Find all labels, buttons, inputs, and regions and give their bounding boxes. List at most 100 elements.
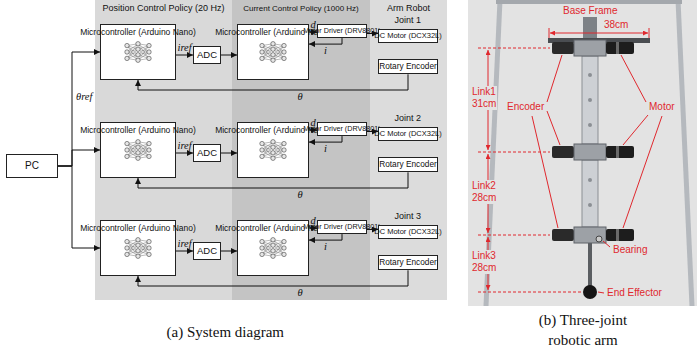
leader-line [547, 55, 562, 102]
signal-connector [221, 55, 237, 56]
dimension-arrow [550, 33, 648, 34]
node-text: DC Motor (DCX32L) [374, 228, 442, 236]
adc-box: ADC [193, 46, 221, 64]
signal-label: i [324, 45, 327, 57]
motor-part [606, 42, 634, 54]
neural-network-icon [125, 41, 151, 62]
microcontroller-box: Microcontroller (Arduino Nano) [100, 220, 176, 276]
link-label: Link1 [471, 86, 497, 98]
signal-label: iref [178, 42, 192, 54]
dashed-guide [478, 48, 550, 49]
signal-connector [58, 150, 100, 166]
signal-connector [367, 33, 378, 34]
signal-label: i [324, 143, 327, 155]
joint-hub [574, 144, 606, 160]
link-hole [588, 123, 592, 127]
joint-label: Joint 3 [395, 211, 422, 222]
part-label: Bearing [612, 244, 648, 256]
adc-box: ADC [193, 144, 221, 162]
photo-background [468, 0, 697, 306]
signal-label: i [324, 241, 327, 253]
signal-label: d [311, 215, 316, 227]
end-effector [583, 285, 597, 299]
microcontroller-box: Microcontroller (Arduino Nano) [237, 24, 309, 80]
encoder-box: Rotary Encoder [378, 255, 438, 270]
dimension-label: 28cm [471, 262, 497, 274]
leader-line [603, 241, 610, 247]
signal-connector [309, 136, 342, 142]
signal-connector [221, 251, 237, 252]
dc-motor-box: DC Motor (DCX32L) [378, 127, 438, 141]
dashed-guide [478, 152, 550, 153]
dimension-tick [649, 28, 650, 38]
node-text: Position Control Policy (20 Hz) [95, 3, 232, 14]
node-text: Microcontroller (Arduino Nano) [80, 126, 196, 136]
link-plate [582, 160, 598, 227]
signal-connector [58, 166, 100, 248]
dimension-tick [549, 28, 550, 38]
frame-post [678, 0, 692, 306]
caption: (a) System diagram [167, 322, 284, 342]
leader-line [532, 116, 558, 228]
dimension-label: 28cm [471, 192, 497, 204]
pc-box: PC [6, 154, 58, 178]
signal-connector [176, 251, 193, 252]
signal-connector [309, 234, 342, 240]
signal-connector [221, 153, 237, 154]
signal-connector [176, 153, 193, 154]
dashed-guide [478, 292, 581, 293]
motor-driver-box: Motor Driver (DRV8801) [317, 220, 367, 234]
node-text: Arm Robot [370, 3, 447, 14]
node-text: Rotary Encoder [379, 160, 437, 169]
dc-motor-box: DC Motor (DCX32L) [378, 225, 438, 239]
motor-driver-box: Motor Driver (DRV8801) [317, 122, 367, 136]
node-text: DC Motor (DCX32L) [374, 32, 442, 40]
link-rod [588, 243, 592, 286]
control-band: Current Control Policy (1000 Hz) Microcon… [232, 0, 370, 300]
motor-part [606, 146, 634, 158]
neural-network-icon [123, 139, 153, 161]
signal-connector [58, 52, 100, 166]
signal-label: θ [298, 287, 303, 299]
control-band: Position Control Policy (20 Hz) Microcont… [95, 0, 232, 300]
joint-hub [574, 40, 606, 56]
dimension-lines [478, 28, 662, 293]
leader-line [623, 115, 648, 145]
encoder-box: Rotary Encoder [378, 59, 438, 74]
part-label: Motor [648, 101, 676, 113]
microcontroller-box: Microcontroller (Arduino Nano) [237, 122, 309, 178]
motor-part [606, 229, 634, 241]
node-text: ADC [197, 50, 217, 61]
node-text: Rotary Encoder [379, 258, 437, 267]
node-text: Microcontroller (Arduino Nano) [80, 224, 196, 234]
part-label: End Effector [606, 287, 663, 299]
adc-box: ADC [193, 242, 221, 260]
microcontroller-box: Microcontroller (Arduino Nano) [100, 24, 176, 80]
signal-connector [138, 172, 408, 188]
link-label: Link3 [471, 250, 497, 262]
signal-connector [309, 228, 317, 229]
signal-connector [309, 32, 317, 33]
dashed-guide [478, 235, 550, 236]
link-hole [588, 73, 592, 77]
dimension-label: 31cm [471, 98, 497, 110]
encoder-box: Rotary Encoder [378, 157, 438, 172]
node-text: Rotary Encoder [379, 62, 437, 71]
encoder-part [552, 146, 574, 158]
signal-label: iref [178, 238, 192, 250]
part-label: Base Frame [562, 5, 618, 17]
hanger [583, 17, 597, 39]
signal-label: θ [298, 189, 303, 201]
link-hole [588, 178, 592, 182]
node-text: Current Control Policy (1000 Hz) [232, 3, 370, 14]
leader-line [598, 292, 604, 293]
frame-top-bar [496, 0, 682, 4]
joint-hub [574, 227, 606, 243]
neural-network-icon [123, 41, 153, 63]
microcontroller-box: Microcontroller (Arduino Nano) [237, 220, 309, 276]
motor-driver-box: Motor Driver (DRV8801) [317, 24, 367, 38]
neural-network-icon [258, 139, 288, 161]
neural-network-icon [125, 237, 151, 258]
encoder-part [552, 229, 574, 241]
